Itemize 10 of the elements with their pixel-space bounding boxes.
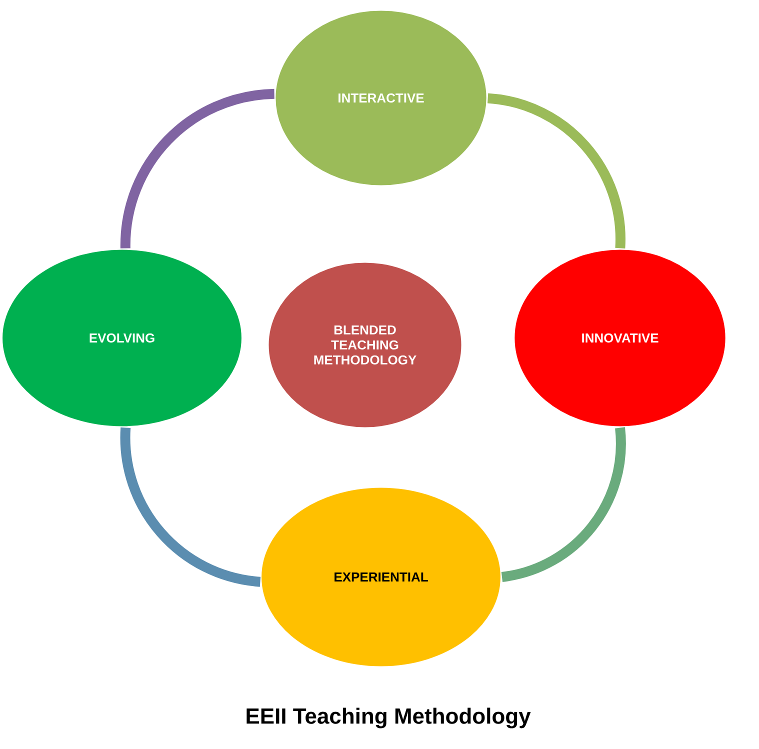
ring-arc	[487, 93, 626, 248]
circle-node: INNOVATIVE	[513, 248, 727, 428]
caption: EEII Teaching Methodology	[246, 708, 531, 728]
circle-node: EXPERIENTIAL	[260, 486, 502, 668]
ring-arc	[501, 428, 626, 582]
circle-node: INTERACTIVE	[274, 9, 488, 187]
circle-node: BLENDED TEACHING METHODOLOGY	[267, 261, 463, 429]
ring-arc	[120, 88, 275, 249]
ring-arc	[120, 428, 261, 587]
circle-node: EVOLVING	[1, 248, 243, 428]
